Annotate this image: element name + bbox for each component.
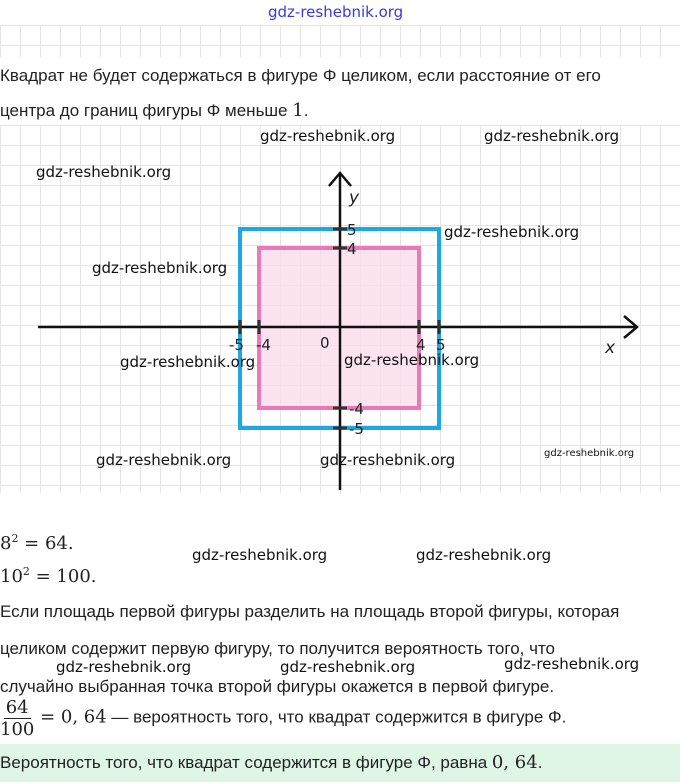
answer-box: Вероятность того, что квадрат содержится… [0,744,680,782]
intro-period: . [303,101,309,120]
eq2-base: 10 [0,566,23,587]
watermark[interactable]: gdz-reshebnik.org [444,223,580,241]
diagram-svg: -5 -4 4 5 5 4 -4 -5 0 x y [38,171,639,490]
watermark[interactable]: gdz-reshebnik.org [504,655,640,673]
watermark[interactable]: gdz-reshebnik.org [96,451,232,469]
watermark[interactable]: gdz-reshebnik.org [36,163,172,181]
explanation-line-1: Если площадь первой фигуры разделить на … [0,602,620,621]
y-tick-label: -5 [349,420,364,438]
grid-strip [0,25,680,57]
fraction-result: = 0, 64 [34,706,107,728]
equation-2: 102 = 100. [0,565,97,587]
coordinate-diagram: -5 -4 4 5 5 4 -4 -5 0 x y [0,125,680,493]
answer-line: Вероятность того, что квадрат содержится… [0,744,680,773]
watermark[interactable]: gdz-reshebnik.org [260,127,396,145]
eq1-rest: = 64. [18,533,74,554]
tick-marks [238,227,441,430]
watermark[interactable]: gdz-reshebnik.org [56,658,192,676]
y-axis-arrow [328,171,352,187]
intro-line-1: Квадрат не будет содержаться в фигуре Φ … [0,66,601,85]
equation-1: 82 = 64. [0,532,74,554]
watermark-top[interactable]: gdz-reshebnik.org [268,3,404,21]
watermark[interactable]: gdz-reshebnik.org [320,451,456,469]
answer-value: 0, 64 [491,752,538,773]
answer-text: Вероятность того, что квадрат содержится… [0,753,492,772]
answer-period: . [537,753,543,772]
intro-text: центра до границ фигуры Φ меньше [0,101,288,120]
explanation-line-3: случайно выбранная точка второй фигуры о… [0,677,555,696]
x-tick-label: 4 [416,336,426,354]
y-tick-label: 4 [347,240,357,258]
y-tick-label: -4 [349,400,364,418]
fraction-numerator: 64 [3,697,31,719]
x-tick-label: -4 [256,336,271,354]
watermark[interactable]: gdz-reshebnik.org [544,448,635,459]
y-tick-label: 5 [347,221,357,239]
fraction-text: — вероятность того, что квадрат содержит… [106,707,567,727]
eq1-base: 8 [0,533,12,554]
x-axis-arrow [623,315,639,339]
x-axis-label: x [604,338,616,358]
fraction-denominator: 100 [0,719,35,740]
watermark[interactable]: gdz-reshebnik.org [280,658,416,676]
watermark[interactable]: gdz-reshebnik.org [344,351,480,369]
eq2-rest: = 100. [29,566,97,587]
intro-number: 1 [292,100,304,121]
x-tick-label: 5 [436,336,446,354]
eq1-exp: 2 [11,532,19,545]
origin-label: 0 [320,334,330,352]
watermark[interactable]: gdz-reshebnik.org [120,353,256,371]
x-tick-label: -5 [229,336,244,354]
explanation-line-2: целиком содержит первую фигуру, то получ… [0,639,556,658]
y-axis-label: y [348,188,360,208]
watermark[interactable]: gdz-reshebnik.org [192,546,328,564]
watermark[interactable]: gdz-reshebnik.org [92,259,228,277]
watermark[interactable]: gdz-reshebnik.org [484,127,620,145]
intro-line-2: центра до границ фигуры Φ меньше 1. [0,100,308,121]
eq2-exp: 2 [22,565,30,578]
watermark[interactable]: gdz-reshebnik.org [416,546,552,564]
